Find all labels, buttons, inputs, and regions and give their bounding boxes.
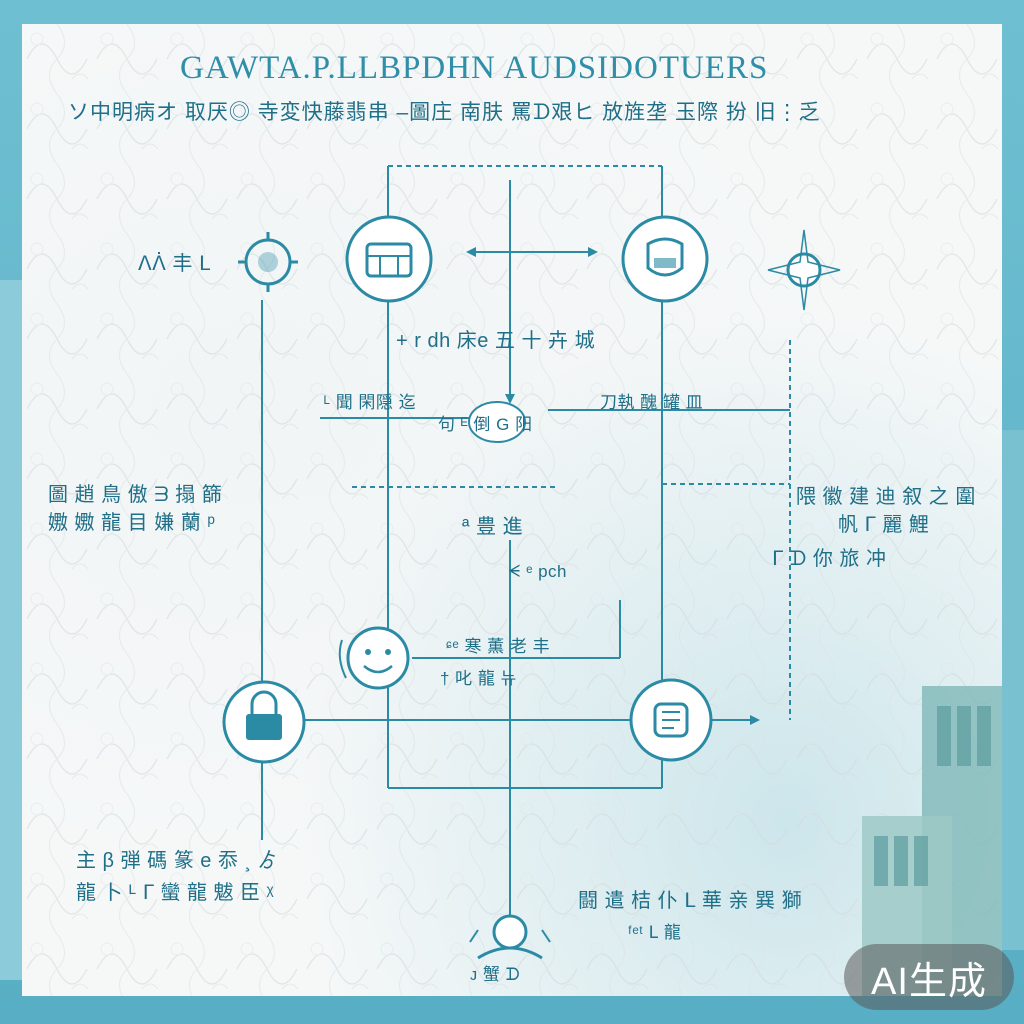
label-left-branch: ᴸ 聞 閑隠 迄 — [324, 393, 417, 412]
diagram-card — [22, 24, 1002, 996]
bottom-right-line-2: ᶠᵉᵗ ᒪ 龍 — [628, 923, 682, 942]
diagram-title: GAWTA.P.LLBPDHN AUDSIDOTUERS — [180, 50, 769, 86]
right-block-line-2: 帆 ᒥ 麗 鯉 — [838, 514, 930, 536]
label-right-branch: 刀執 醜 罐 皿 — [600, 393, 704, 412]
box-icon — [345, 215, 433, 303]
padlock-icon — [222, 680, 306, 764]
bottom-left-line-2: 龍 卜 ᴸ ᒥ 蠻 龍 魃 臣 ᵡ — [76, 882, 274, 904]
left-block-line-1: 圖 趙 鳥 傲 ᗱ 搨 篩 — [48, 484, 223, 506]
gear-sun-icon — [238, 232, 298, 292]
center-node-icon — [468, 401, 526, 443]
bottom-left-line-1: 主 β 弾 碼 篆 e 忝 ¸ ゟ — [76, 850, 279, 872]
arrowhead-right — [588, 247, 598, 257]
bottom-right-line-1: 闘 遣 桔 仆 ᒪ 華 亲 巽 獅 — [578, 890, 803, 912]
frame-block-right — [998, 430, 1024, 950]
smiley-face-icon — [338, 626, 410, 690]
label-mid-row: + r dh 床e 五 ⼗ 卉 城 — [396, 330, 596, 352]
arrowhead-left — [466, 247, 476, 257]
arrowhead-down — [505, 394, 515, 404]
label-path: ᗕ ᵉ pch — [508, 562, 568, 581]
arrowhead-east — [750, 715, 760, 725]
right-block-line-3: ᒥ ᗪ 你 旅 冲 — [772, 548, 887, 570]
frame-band-left — [0, 280, 22, 980]
ai-generated-watermark: AI生成 — [844, 944, 1014, 1010]
right-block-line-1: 隈 徽 建 迪 叙 之 圍 — [796, 486, 976, 508]
document-stack-icon — [629, 678, 713, 762]
person-icon — [469, 914, 551, 960]
label-center-cap: ª 豊 進 — [462, 516, 524, 538]
left-block-line-2: 嫐 嫐 龍 目 嫌 蘭 ᵖ — [48, 512, 216, 534]
star-node-icon — [767, 229, 841, 311]
label-bottom-cap: ᴊ 蟹 ᗪ — [470, 965, 521, 984]
background-pattern — [22, 24, 1002, 996]
label-face-cap: ᶝᵉ 寒 薫 老 丰 — [446, 637, 551, 656]
label-top-left: ᐱᐲ 丰 ᒪ — [138, 253, 211, 275]
label-face-sub: † 叱 龍 뉴 — [440, 669, 517, 688]
shield-badge-icon — [621, 215, 709, 303]
label-center-node: 句 ᴱ 倒 G 阳 — [438, 415, 533, 434]
diagram-subtitle: ソ中明病オ 取厌◎ 寺変快藤翡串 ‒圖庄 南肤 罵ᗪ艰ヒ 放旌垄 玉際 扮 旧⋮… — [68, 101, 821, 124]
